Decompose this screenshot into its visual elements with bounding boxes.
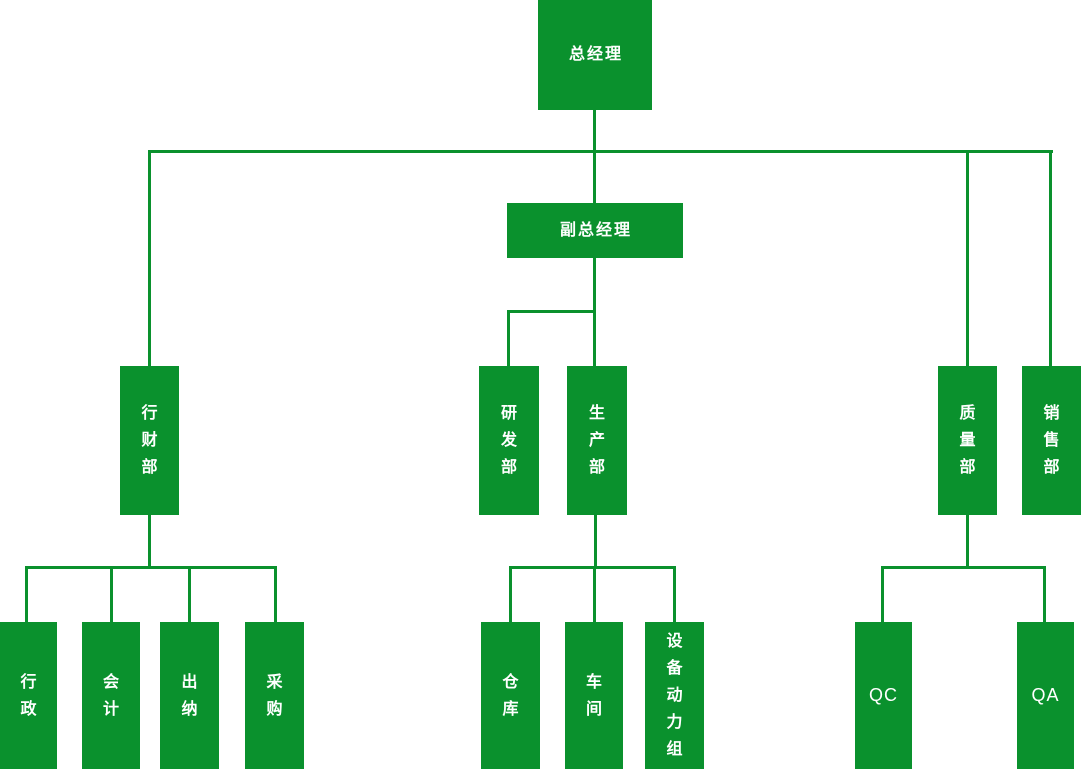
node-accounting[interactable]: 会计 [82,622,140,769]
connector-admin-finance-hbar [25,566,277,569]
connector-gm-trunk [593,110,596,206]
node-label: 销售部 [1043,405,1060,476]
connector-quality-stub [966,515,969,569]
node-quality-dept[interactable]: 质量部 [938,366,997,515]
connector-administration-drop [25,566,28,622]
connector-accounting-drop [110,566,113,622]
node-rd-dept[interactable]: 研发部 [479,366,539,515]
node-workshop[interactable]: 车间 [565,622,623,769]
node-administration[interactable]: 行政 [0,622,57,769]
connector-admin-finance-stub [148,515,151,569]
node-production-dept[interactable]: 生产部 [567,366,627,515]
connector-workshop-drop [593,566,596,622]
connector-production-stub [594,515,597,569]
node-label: 质量部 [959,405,976,476]
node-label: 设备动力组 [666,633,683,758]
node-label: 行政 [20,673,37,718]
node-label: 采购 [266,673,283,718]
connector-admin-finance-drop [148,150,151,366]
connector-quality-drop [966,150,969,366]
node-admin-finance-dept[interactable]: 行财部 [120,366,179,515]
node-label: QA [1031,684,1060,705]
node-sales-dept[interactable]: 销售部 [1022,366,1081,515]
connector-level1-hbar [148,150,1053,153]
node-general-manager[interactable]: 总经理 [538,0,652,110]
node-label: 会计 [103,673,120,718]
node-label: 生产部 [589,405,606,476]
node-label: 研发部 [501,405,518,476]
connector-procurement-drop [274,566,277,622]
node-procurement[interactable]: 采购 [245,622,304,769]
node-qc[interactable]: QC [855,622,912,769]
node-equipment-power-group[interactable]: 设备动力组 [645,622,704,769]
node-label: QC [869,684,898,705]
connector-cashier-drop [188,566,191,622]
node-label: 副总经理 [559,221,632,239]
node-label: 车间 [586,673,603,718]
node-cashier[interactable]: 出纳 [160,622,219,769]
connector-sales-drop [1049,150,1052,366]
connector-qa-drop [1043,566,1046,622]
node-deputy-general-manager[interactable]: 副总经理 [507,203,683,258]
connector-equipment-group-drop [673,566,676,622]
connector-qc-drop [881,566,884,622]
node-label: 总经理 [568,46,623,64]
connector-quality-hbar [881,566,1046,569]
node-label: 行财部 [141,405,158,476]
connector-rd-branch-hbar [507,310,596,313]
node-warehouse[interactable]: 仓库 [481,622,540,769]
connector-warehouse-drop [509,566,512,622]
connector-rd-drop [507,310,510,366]
connector-production-hbar [509,566,676,569]
node-qa[interactable]: QA [1017,622,1074,769]
node-label: 出纳 [181,673,198,718]
node-label: 仓库 [502,673,519,718]
